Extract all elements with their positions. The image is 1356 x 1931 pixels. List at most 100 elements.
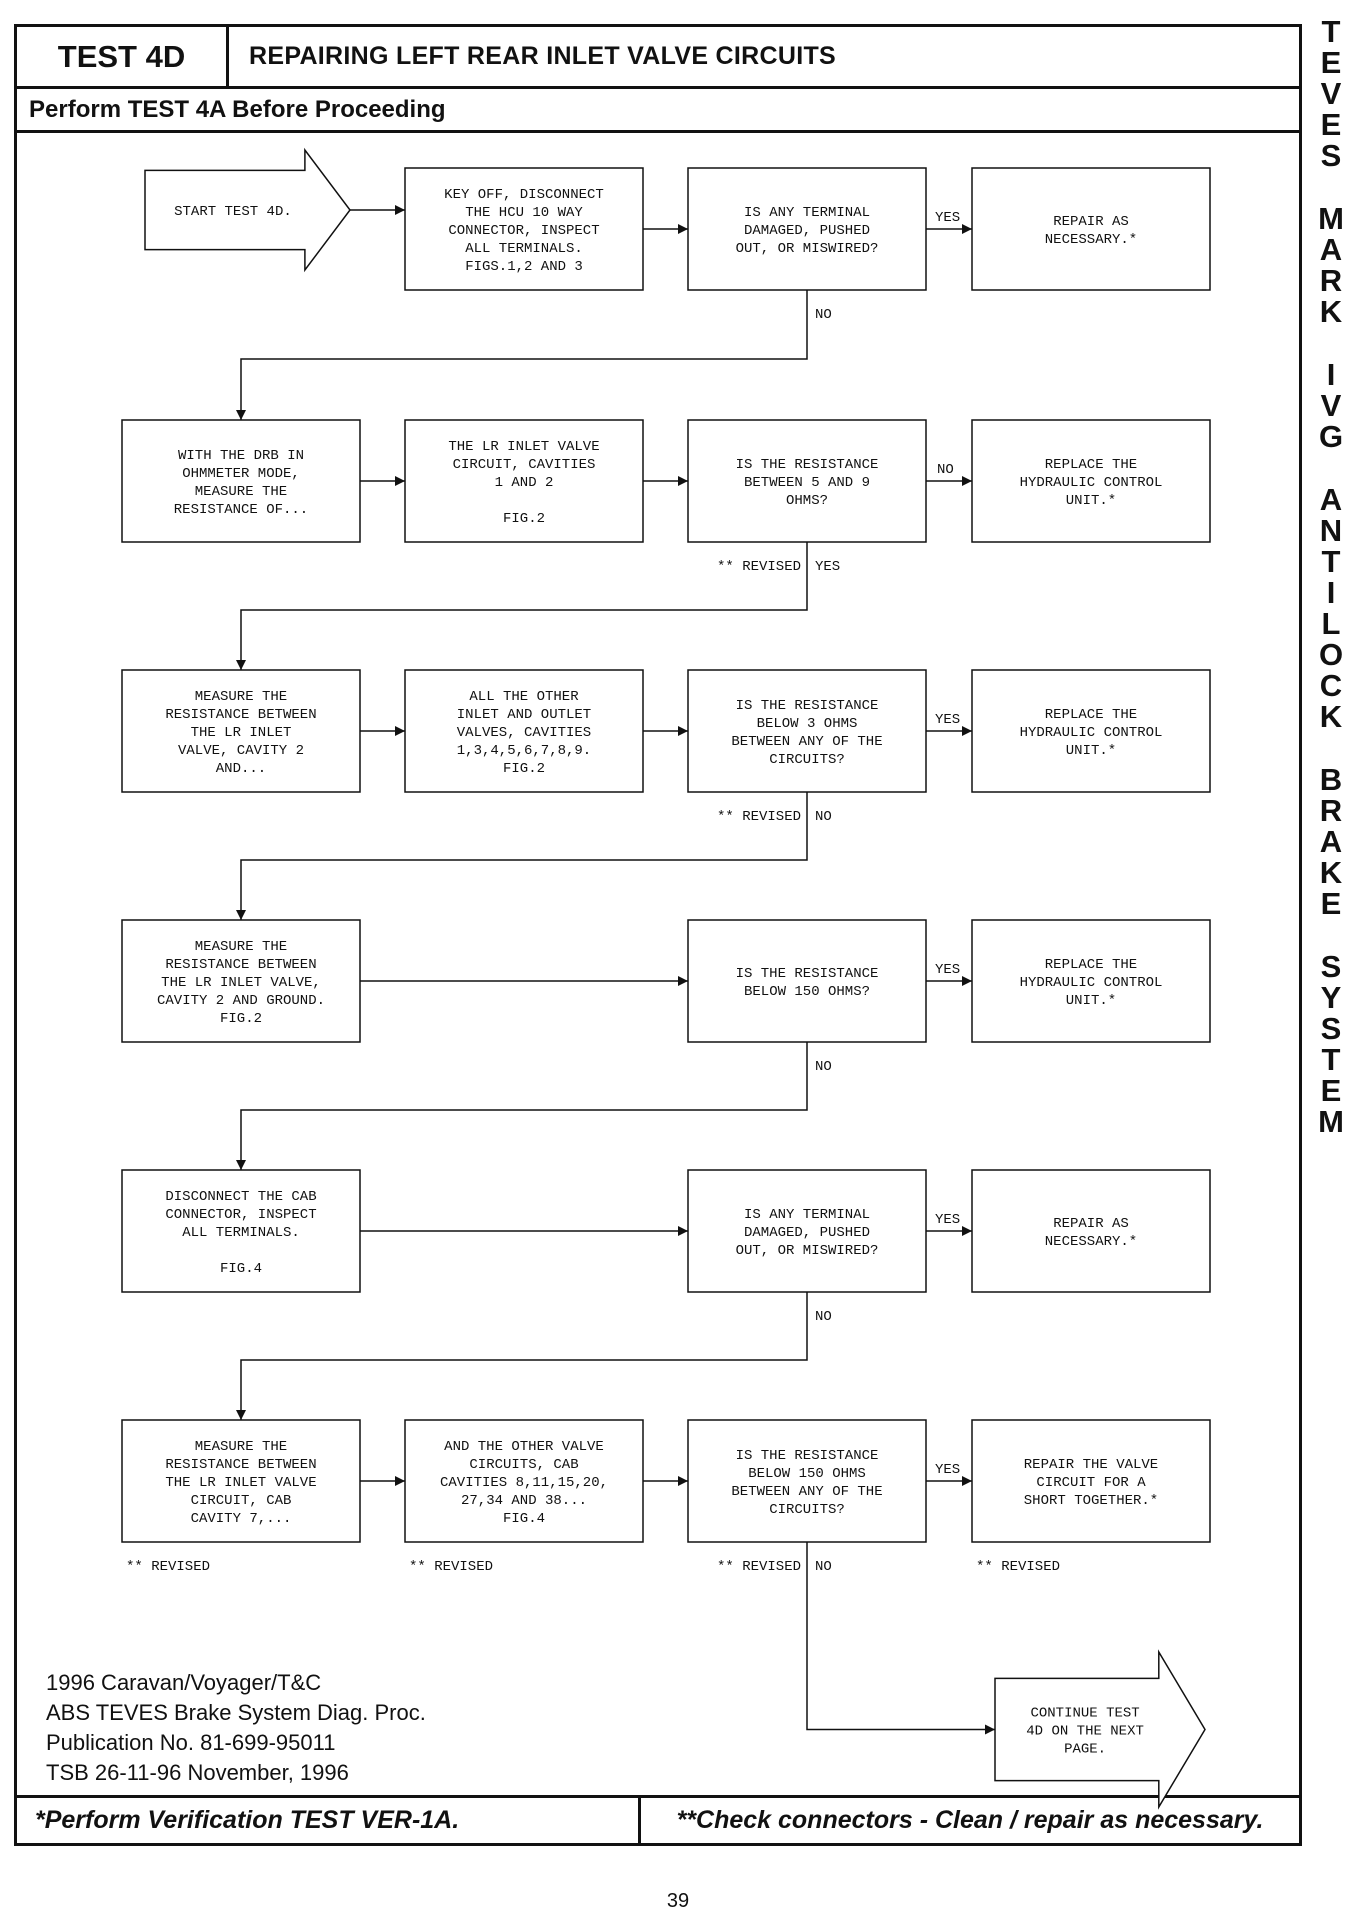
flow-box bbox=[687, 167, 927, 291]
connector-arrowhead bbox=[236, 410, 246, 420]
flow-node-text: VALVE, CAVITY 2 bbox=[178, 743, 304, 759]
flow-node-text: FIG.2 bbox=[220, 1011, 262, 1027]
side-title-letter: A bbox=[1319, 232, 1343, 267]
flow-node-text: AND... bbox=[216, 761, 266, 777]
flow-node-text: DISCONNECT THE CAB bbox=[165, 1189, 316, 1205]
flow-node-text: CONNECTOR, INSPECT bbox=[165, 1207, 316, 1223]
flow-node-text: CIRCUITS, CAB bbox=[469, 1457, 578, 1473]
publication-line: Publication No. 81-699-95011 bbox=[46, 1730, 336, 1755]
edge-label: YES bbox=[935, 712, 960, 728]
flow-box bbox=[687, 1169, 927, 1293]
connector-arrowhead bbox=[962, 1226, 972, 1236]
publication-line: TSB 26-11-96 November, 1996 bbox=[46, 1760, 349, 1785]
connector-arrowhead bbox=[962, 224, 972, 234]
flow-node-text: VALVES, CAVITIES bbox=[457, 725, 591, 741]
flow-node-text: THE LR INLET VALVE bbox=[165, 1475, 316, 1491]
flow-node-text: ALL THE OTHER bbox=[469, 689, 579, 705]
connector-arrowhead bbox=[236, 910, 246, 920]
flow-node-text: CAVITIES 8,11,15,20, bbox=[440, 1475, 608, 1491]
flow-node-text: RESISTANCE BETWEEN bbox=[165, 1457, 316, 1473]
flow-node-text: IS ANY TERMINAL bbox=[744, 1207, 870, 1223]
flow-box bbox=[971, 167, 1211, 291]
side-title-letter: V bbox=[1320, 76, 1342, 111]
side-title-letter: V bbox=[1320, 388, 1342, 423]
flow-node-text: 1 AND 2 bbox=[495, 475, 554, 491]
edge-label: NO bbox=[815, 809, 832, 825]
flow-node-text: THE LR INLET bbox=[191, 725, 292, 741]
flow-node-text: CAVITY 7,... bbox=[191, 1511, 292, 1527]
side-title-letter: G bbox=[1318, 419, 1344, 454]
flow-node-text: ALL TERMINALS. bbox=[465, 241, 583, 257]
flow-node-text: IS THE RESISTANCE bbox=[736, 457, 879, 473]
edge-label: ** REVISED bbox=[976, 1559, 1060, 1575]
edge-label: YES bbox=[935, 1462, 960, 1478]
flow-node-text: PAGE. bbox=[1064, 1742, 1106, 1758]
flow-node-text: INLET AND OUTLET bbox=[457, 707, 591, 723]
flow-node-text: OUT, OR MISWIRED? bbox=[736, 241, 879, 257]
connector-line bbox=[240, 792, 808, 920]
connector-arrowhead bbox=[236, 1160, 246, 1170]
side-title-letter: T bbox=[1321, 1042, 1341, 1077]
edge-label: ** REVISED bbox=[717, 809, 801, 825]
side-title-letter: K bbox=[1319, 699, 1343, 734]
connector-arrowhead bbox=[678, 976, 688, 986]
flow-box bbox=[404, 1419, 644, 1543]
connector-line bbox=[240, 1292, 808, 1420]
flow-node-text: FIG.4 bbox=[220, 1261, 262, 1277]
flow-node-text: FIGS.1,2 AND 3 bbox=[465, 259, 583, 275]
flow-node-text: THE LR INLET VALVE bbox=[448, 439, 599, 455]
flow-box bbox=[404, 167, 644, 291]
flow-node-text: RESISTANCE OF... bbox=[174, 502, 308, 518]
flow-node-text: CIRCUIT, CAB bbox=[191, 1493, 292, 1509]
footer-note-verification: *Perform Verification TEST VER-1A. bbox=[17, 1798, 641, 1843]
flow-node-text: REPAIR THE VALVE bbox=[1024, 1457, 1158, 1473]
flow-node-text: CIRCUITS? bbox=[769, 1502, 845, 1518]
page-frame: TEST 4D REPAIRING LEFT REAR INLET VALVE … bbox=[14, 24, 1302, 1846]
flow-node-text: HYDRAULIC CONTROL bbox=[1020, 475, 1163, 491]
flow-node-text: CONTINUE TEST bbox=[1030, 1706, 1139, 1722]
connector-arrowhead bbox=[395, 205, 405, 215]
header-row: TEST 4D REPAIRING LEFT REAR INLET VALVE … bbox=[17, 27, 1299, 89]
side-title-letter: S bbox=[1320, 1011, 1342, 1046]
flow-box bbox=[687, 669, 927, 793]
flow-node-text: 1,3,4,5,6,7,8,9. bbox=[457, 743, 591, 759]
flow-node-text: BELOW 3 OHMS bbox=[757, 716, 858, 732]
edge-label: NO bbox=[815, 1309, 832, 1325]
test-title: REPAIRING LEFT REAR INLET VALVE CIRCUITS bbox=[249, 42, 837, 70]
flow-node-text: OHMMETER MODE, bbox=[182, 466, 300, 482]
flow-node-text: KEY OFF, DISCONNECT bbox=[444, 187, 604, 203]
edge-label: YES bbox=[935, 962, 960, 978]
flow-box bbox=[971, 419, 1211, 543]
publication-line: ABS TEVES Brake System Diag. Proc. bbox=[46, 1700, 426, 1725]
side-title-letter: K bbox=[1319, 855, 1343, 890]
flow-box bbox=[121, 1169, 361, 1293]
publication-info: 1996 Caravan/Voyager/T&C ABS TEVES Brake… bbox=[46, 1668, 426, 1788]
flow-box bbox=[971, 1419, 1211, 1543]
flow-node-text: REPLACE THE bbox=[1045, 707, 1137, 723]
connector-arrowhead bbox=[678, 476, 688, 486]
flow-node-text: OHMS? bbox=[786, 493, 828, 509]
flow-node-text: FIG.2 bbox=[503, 511, 545, 527]
side-title-letter: I bbox=[1326, 575, 1336, 610]
flow-node-start: START TEST 4D. bbox=[144, 147, 351, 273]
flow-node-text: FIG.2 bbox=[503, 761, 545, 777]
flow-node-text: DAMAGED, PUSHED bbox=[744, 1225, 870, 1241]
connector-line bbox=[806, 1542, 995, 1731]
flow-node-text: THE HCU 10 WAY bbox=[465, 205, 583, 221]
side-title-letter: R bbox=[1319, 793, 1343, 828]
flow-node-text: IS THE RESISTANCE bbox=[736, 698, 879, 714]
prerequisite-note: Perform TEST 4A Before Proceeding bbox=[17, 89, 1299, 133]
flow-arrow-shape bbox=[144, 147, 351, 273]
connector-arrowhead bbox=[962, 976, 972, 986]
flow-box bbox=[121, 669, 361, 793]
flow-node-text: AND THE OTHER VALVE bbox=[444, 1439, 604, 1455]
